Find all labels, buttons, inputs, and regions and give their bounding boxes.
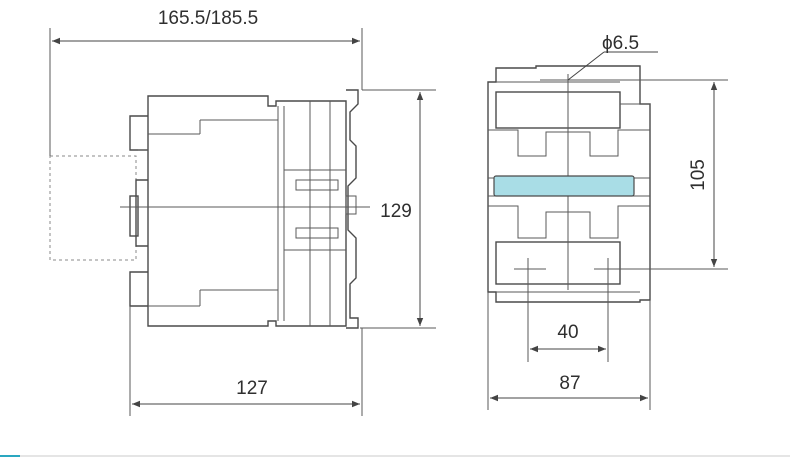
footer-accent bbox=[0, 455, 20, 457]
footer-rule bbox=[0, 455, 790, 457]
dim-width-mount: 40 bbox=[557, 322, 578, 343]
front-dimensions: ϕ6.5 105 40 87 bbox=[487, 33, 728, 410]
dim-height-side: 129 bbox=[380, 201, 412, 222]
dim-hole-diameter: ϕ6.5 bbox=[602, 33, 639, 54]
auxiliary-block-outline bbox=[49, 155, 137, 261]
dim-width-total: 87 bbox=[559, 373, 580, 394]
indicator-window bbox=[493, 175, 635, 197]
dim-depth-total: 165.5/185.5 bbox=[158, 8, 258, 29]
side-view bbox=[49, 89, 370, 329]
dim-depth-body: 127 bbox=[236, 378, 268, 399]
front-view bbox=[487, 65, 651, 303]
side-body-outline bbox=[147, 95, 347, 327]
side-dimensions: 165.5/185.5 129 127 bbox=[49, 8, 436, 416]
dim-height-mount: 105 bbox=[688, 159, 709, 191]
